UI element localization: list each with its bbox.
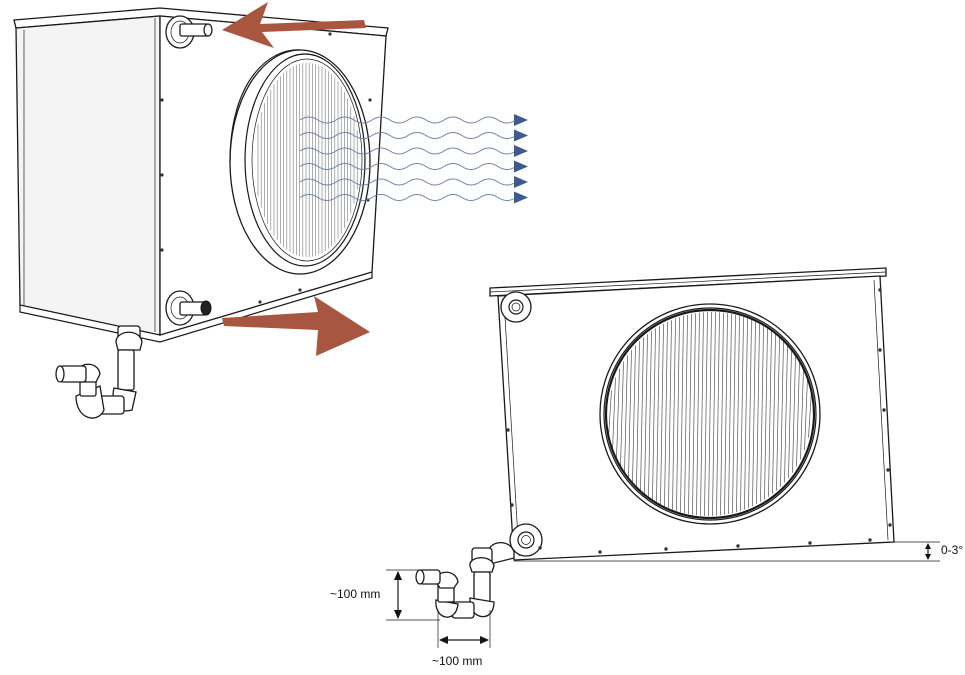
outlet-pipe-connection bbox=[165, 290, 212, 326]
drop-width-label: ~100 mm bbox=[432, 654, 483, 668]
water-flow-arrows bbox=[222, 2, 370, 356]
dimension-lines bbox=[386, 541, 940, 648]
front-outlet-port bbox=[509, 523, 543, 557]
unit-side-panel bbox=[15, 15, 161, 336]
front-coil bbox=[599, 303, 821, 525]
heater-unit-perspective bbox=[13, 2, 528, 419]
return-water-arrow bbox=[222, 2, 366, 48]
coil-fins bbox=[257, 63, 358, 257]
drain-trap-front bbox=[415, 542, 515, 619]
supply-water-arrow bbox=[222, 296, 370, 356]
heater-unit-front-view bbox=[386, 267, 940, 648]
front-panel-screws bbox=[506, 288, 892, 554]
inlet-pipe-connection bbox=[165, 15, 213, 49]
duct-collar-outer bbox=[229, 49, 371, 275]
front-coil-fins bbox=[608, 311, 812, 517]
tilt-label: 0-3° bbox=[941, 543, 964, 557]
duct-collar bbox=[229, 49, 371, 275]
drain-trap-perspective bbox=[55, 325, 143, 419]
front-inlet-port bbox=[500, 291, 532, 323]
drop-height-label: ~100 mm bbox=[330, 587, 381, 601]
air-flow-lines bbox=[299, 114, 528, 204]
